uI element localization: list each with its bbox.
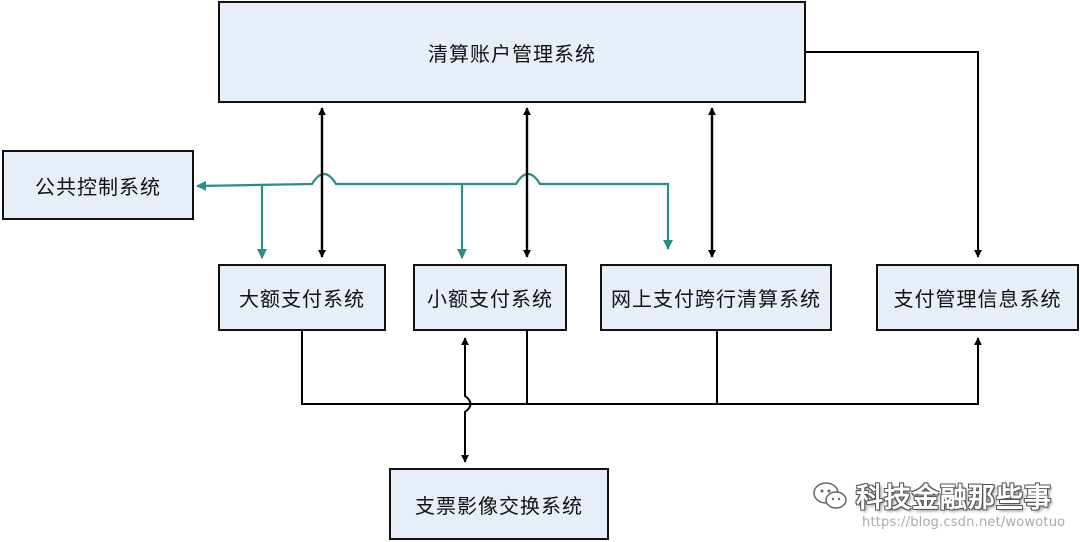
pmis-system-box: 支付管理信息系统	[876, 264, 1079, 331]
hvps-system-box: 大额支付系统	[218, 264, 386, 331]
ibps-system-box: 网上支付跨行清算系统	[600, 264, 832, 331]
arrow-cis-beps	[461, 337, 472, 463]
bottom-bus-line	[301, 331, 982, 405]
public-control-system-label: 公共控制系统	[35, 174, 161, 199]
arrow-clearing-pmis	[806, 51, 982, 258]
wechat-icon	[813, 481, 847, 509]
hvps-system-label: 大额支付系统	[239, 287, 365, 311]
ibps-system-label: 网上支付跨行清算系统	[611, 287, 821, 311]
beps-system-box: 小额支付系统	[413, 264, 567, 331]
public-control-system-box: 公共控制系统	[2, 150, 194, 220]
cis-system-box: 支票影像交换系统	[389, 468, 609, 540]
pmis-system-label: 支付管理信息系统	[893, 287, 1062, 311]
beps-system-label: 小额支付系统	[427, 287, 553, 311]
cis-system-label: 支票影像交换系统	[415, 493, 583, 518]
clearing-account-system-box: 清算账户管理系统	[218, 1, 806, 103]
watermark: 科技金融那些事	[812, 476, 1052, 515]
watermark-text: 科技金融那些事	[856, 483, 1052, 514]
control-bus-line	[196, 172, 673, 250]
watermark-url: https://blog.csdn.net/wowotuo	[862, 515, 1066, 530]
clearing-account-system-label: 清算账户管理系统	[428, 41, 596, 66]
